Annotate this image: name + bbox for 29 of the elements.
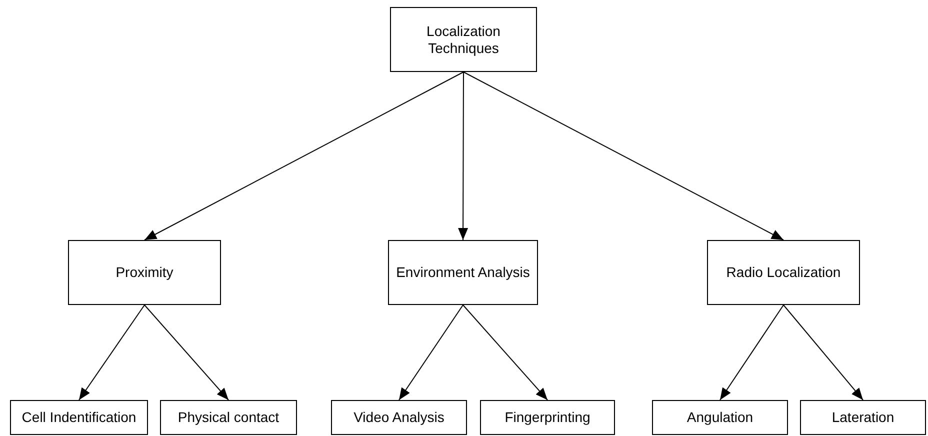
box-label: Cell Indentification [22,409,136,426]
process-box [331,400,467,435]
process-box [390,7,537,72]
arrow [720,304,784,400]
box-label: Physical contact [178,409,280,426]
arrow [78,304,145,400]
box-label: Localization Techniques [426,22,502,56]
process-box [68,240,221,305]
arrow [144,72,464,240]
box-label: Radio Localization [726,264,841,281]
arrow [783,304,864,400]
process-box [388,240,538,305]
box-label: Lateration [832,409,894,426]
box-label: Video Analysis [354,409,444,426]
process-box [10,400,148,435]
box-label: Proximity [116,264,174,281]
box-label: Fingerprinting [504,409,590,426]
arrow [463,72,784,240]
arrow [462,304,548,400]
box-label: Environment Analysis [396,264,530,281]
process-box [800,400,926,435]
arrow [144,304,229,400]
arrow [398,304,464,400]
box-label: Angulation [686,409,754,426]
process-box [652,400,788,435]
process-box [707,240,860,305]
arrow [458,72,468,240]
process-box [480,400,615,435]
process-box [160,400,297,435]
